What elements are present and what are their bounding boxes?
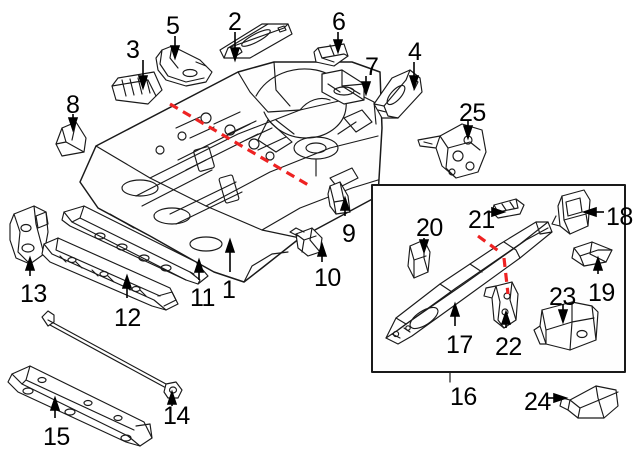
part-reinforcement-plate — [111, 71, 163, 105]
part-side-sill-reinforcement — [41, 237, 179, 311]
part-wheelhouse-panel — [155, 45, 213, 87]
part-box-bracket — [533, 301, 599, 351]
callout-label-14: 14 — [163, 402, 190, 430]
callout-label-22: 22 — [495, 333, 522, 361]
callout-label-4: 4 — [408, 38, 422, 66]
callout-label-7: 7 — [365, 53, 379, 81]
part-small-wedge-bracket — [571, 241, 613, 267]
callout-label-2: 2 — [228, 8, 242, 36]
callout-label-16: 16 — [450, 383, 477, 411]
highlight-line-main — [169, 102, 311, 188]
callout-label-19: 19 — [588, 279, 615, 307]
highlight-line-inset-a — [477, 234, 501, 254]
highlight-line-inset-b — [502, 257, 510, 295]
callout-label-9: 9 — [342, 220, 356, 248]
callout-label-8: 8 — [66, 91, 80, 119]
callout-label-5: 5 — [166, 12, 180, 40]
callout-label-20: 20 — [416, 214, 443, 242]
part-floor-pan-main — [79, 61, 383, 283]
part-scoop-bracket — [559, 385, 619, 419]
callout-label-24: 24 — [524, 388, 551, 416]
callout-label-10: 10 — [314, 264, 341, 292]
callout-label-13: 13 — [20, 280, 47, 308]
callout-label-3: 3 — [126, 36, 140, 64]
callout-label-25: 25 — [459, 99, 486, 127]
callout-label-18: 18 — [606, 203, 633, 231]
callout-label-1: 1 — [222, 276, 236, 304]
callout-arrows — [24, 32, 604, 418]
callout-label-11: 11 — [190, 284, 215, 312]
part-channel-bracket — [321, 69, 365, 105]
callout-label-23: 23 — [549, 283, 576, 311]
callout-label-6: 6 — [332, 8, 346, 36]
part-side-rail-inner — [61, 205, 209, 285]
callout-label-12: 12 — [114, 304, 141, 332]
part-frame-rail-front — [385, 221, 553, 345]
part-rocker-panel — [7, 365, 153, 447]
part-end-cap-plate — [551, 189, 591, 235]
part-tie-rod-brace — [41, 310, 183, 399]
part-hinge-pillar-bracket — [9, 205, 49, 265]
callout-label-17: 17 — [446, 331, 473, 359]
callout-label-21: 21 — [468, 206, 495, 234]
callout-label-15: 15 — [43, 423, 70, 451]
